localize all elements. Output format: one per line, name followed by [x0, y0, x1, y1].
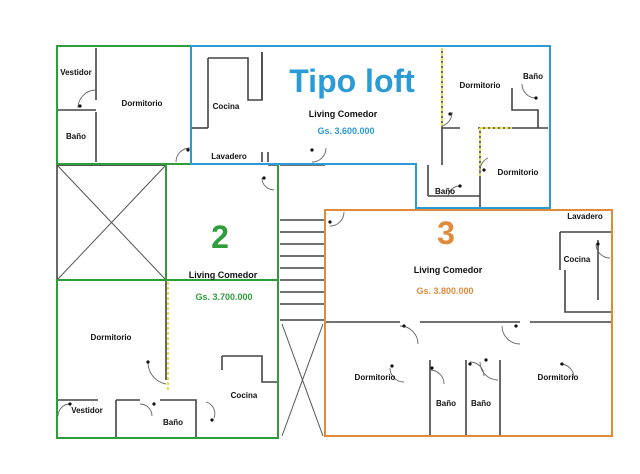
unit-2-dormitorio-bottom-label: Dormitorio [91, 333, 132, 342]
void-shaft [56, 164, 167, 281]
unit-3-bano-left-label: Baño [436, 399, 456, 408]
unit-3-dormitorio-left-label: Dormitorio [355, 373, 396, 382]
unit-2-middle-outline [165, 163, 279, 280]
unit-3-outline [324, 209, 613, 437]
unit-2-price: Gs. 3.700.000 [195, 292, 252, 302]
loft-outline [190, 45, 551, 209]
unit-2-living-label: Living Comedor [189, 270, 258, 280]
loft-bano-top-label: Baño [523, 72, 543, 81]
unit-2-number: 2 [211, 219, 229, 255]
unit-2-bano-bottom-label: Baño [163, 418, 183, 427]
unit-3-number: 3 [437, 215, 455, 251]
loft-bano-bottom-label: Baño [435, 187, 455, 196]
loft-cocina-label: Cocina [213, 102, 240, 111]
unit-2-cocina-label: Cocina [231, 391, 258, 400]
unit-2-bottom-outline [56, 279, 279, 439]
unit-3-dormitorio-right-label: Dormitorio [538, 373, 579, 382]
unit-3-lavadero-label: Lavadero [567, 212, 603, 221]
loft-dormitorio-bottom-label: Dormitorio [498, 168, 539, 177]
unit-2-dormitorio-top-label: Dormitorio [122, 99, 163, 108]
unit-2-vestidor-bottom-label: Vestidor [71, 406, 103, 415]
unit-3-price: Gs. 3.800.000 [416, 286, 473, 296]
unit-3-living-label: Living Comedor [414, 265, 483, 275]
loft-dormitorio-top-label: Dormitorio [460, 81, 501, 90]
loft-living-label: Living Comedor [309, 109, 378, 119]
loft-title: Tipo loft [289, 63, 415, 99]
unit-2-bano-top-label: Baño [66, 132, 86, 141]
unit-3-cocina-label: Cocina [564, 255, 591, 264]
unit-3-bano-right-label: Baño [471, 399, 491, 408]
loft-lavadero-label: Lavadero [211, 152, 247, 161]
unit-2-vestidor-top-label: Vestidor [60, 68, 92, 77]
loft-price: Gs. 3.600.000 [317, 126, 374, 136]
doors [57, 83, 611, 422]
